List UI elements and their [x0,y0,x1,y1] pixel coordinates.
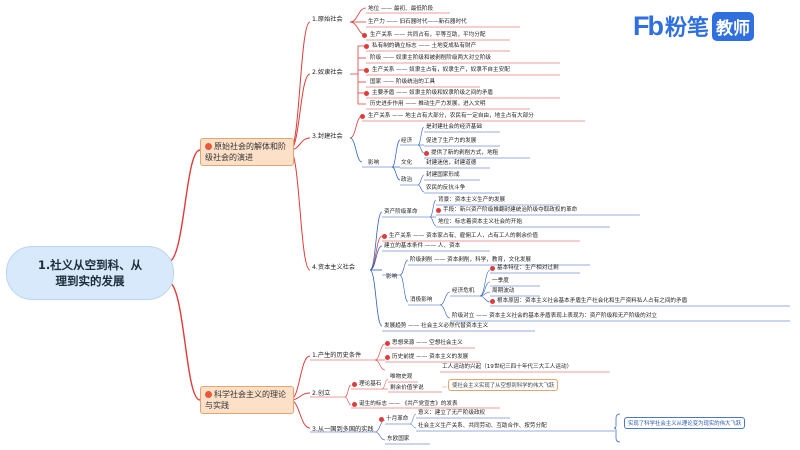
b1-s3-econ[interactable]: 经济 [401,138,413,144]
b1-s4-rev-item[interactable]: 地位：标志着资本主义社会的开始 [438,219,522,225]
b1-s3-econ-item[interactable]: 促进了生产力的发展 [426,138,477,144]
b2-s2-found-item[interactable]: 唯物史观 [390,374,413,380]
b2-s2-mark[interactable]: 诞生的标志 —— 《共产党宣言》的发表 [359,401,458,407]
logo-name: 粉笔 [665,16,710,41]
b1-s4-prod[interactable]: 生产关系 —— 资本家占有、雇佣工人，占有工人的剩余价值 [389,233,538,239]
flag-icon [364,68,369,73]
root-node[interactable]: 1.社义从空到科、从 理到实的发展 [6,246,174,300]
b1-s4-trend[interactable]: 发展趋势 —— 社会主义必然代替资本主义 [384,323,489,329]
b1-s4-title[interactable]: 4.资本主义社会 [312,264,356,271]
b1-s4-revolution[interactable]: 资产阶级革命 [384,209,418,215]
b2-s2-found[interactable]: 理论基石 [359,381,382,387]
b2-s2-found-item[interactable]: 剩余价值学说 [390,385,424,391]
flag-icon [490,266,495,271]
flag-icon [385,341,390,346]
b2-s3-east[interactable]: 东欧国家 [387,436,410,442]
b2-s1-item[interactable]: 工人运动的兴起（19世纪三四十年代三大工人运动） [442,364,573,370]
b2-s1-item[interactable]: 思想来源 —— 空想社会主义 [392,340,463,346]
b1-s4-crisis-item[interactable]: 根本原因：资本主义社会基本矛盾生产社会化和生产资料私人占有之间的矛盾 [497,298,688,304]
b1-s4-rev-item[interactable]: 背景：资本主义生产的发展 [438,197,506,203]
b1-s4-crisis-item[interactable]: 周期波动 [492,288,515,294]
branch1-node[interactable]: 原始社会的解体和阶级社会的演进 [200,138,294,166]
b1-s3-title[interactable]: 3.封建社会 [312,133,343,140]
flag-icon [352,382,357,387]
b1-s4-crisis-item[interactable]: 基本特征：生产相对过剩 [497,265,559,271]
branch2-node[interactable]: 科学社会主义的理论与实践 [200,386,294,414]
b1-s4-conditions[interactable]: 建立的基本条件 —— 人、资本 [384,243,461,249]
b1-s4-influence[interactable]: 影响 [386,274,398,280]
b1-s3-politics-item[interactable]: 农民的反抗斗争 [426,185,466,191]
branch1-badge-icon [205,143,212,150]
b1-s3-politics-item[interactable]: 封建国家形成 [426,172,460,178]
root-title-line1: 1.社义从空到科、从 [37,258,143,272]
b1-s1-item[interactable]: 生产关系 —— 共同占有，平等互助，平均分配 [370,32,486,38]
b1-s2-item[interactable]: 私有制的确立标志 —— 土地变成私有财产 [372,43,477,49]
b1-s2-item[interactable]: 历史进步作用 —— 推动生产力发展，进入文明 [370,101,486,107]
flag-icon [382,234,387,239]
b1-s4-rev-item[interactable]: 手段：新兴资产阶级推翻封建统治阶级夺取政权的革命 [443,207,578,213]
branch1-title: 原始社会的解体和阶级社会的演进 [205,142,286,162]
b1-s1-title[interactable]: 1.原始社会 [312,16,343,23]
b2-s3-oct-item[interactable]: 意义：建立了无产阶级政权 [418,410,486,416]
flag-icon [424,151,429,156]
logo-mark: Fb [633,10,664,41]
root-title-line2: 理到实的发展 [55,274,125,288]
b2-s2-note: 使社会主义实现了从空想到科学的伟大飞跃 [448,379,559,391]
branch2-title: 科学社会主义的理论与实践 [205,390,286,410]
b2-s1-title[interactable]: 1.产生的历史条件 [312,352,362,359]
b1-s4-crisis-econ[interactable]: 经济危机 [452,288,475,294]
flag-icon [364,91,369,96]
b1-s4-inf-item[interactable]: 阶级剥削 —— 资本剥削，科学，教育，文化发展 [410,257,532,263]
b1-s3-politics[interactable]: 政治 [401,177,413,183]
b2-s3-oct[interactable]: 十月革命 [386,416,409,422]
flag-icon [490,299,495,304]
flag-icon [379,417,384,422]
branch2-badge-icon [205,391,212,398]
flag-icon [385,355,390,360]
b1-s1-item[interactable]: 地位 —— 最初、最低阶段 [368,6,434,12]
b1-s3-features[interactable]: 影响 [368,160,380,166]
flag-icon [364,44,369,49]
b1-s3-econ-item[interactable]: 提供了新的剥削方式，地租 [431,150,499,156]
b2-s3-note: 实现了科学社会主义从理论变为现实的伟大飞跃 [624,417,746,429]
b1-s2-item[interactable]: 阶级 —— 奴隶主阶级和被剥削阶级两大对立阶级 [370,55,492,61]
b2-s3-title[interactable]: 3.从一国到多国的实践 [312,426,374,433]
b1-s2-item[interactable]: 主要矛盾 —— 奴隶主阶级和奴隶阶级之间的矛盾 [372,90,494,96]
b1-s2-title[interactable]: 2.奴隶社会 [312,69,343,76]
flag-icon [362,33,367,38]
b1-s4-crisis[interactable]: 消极影响 [410,297,433,303]
flag-icon [360,114,365,119]
b1-s3-culture-item[interactable]: 封建迷信，封建道德 [426,160,477,166]
b1-s4-crisis-item[interactable]: 一季度 [492,278,509,284]
b1-s2-item[interactable]: 生产关系 —— 奴隶主占有，奴隶生产，奴隶不自主安配 [372,67,510,73]
b2-s1-item[interactable]: 历史前提 —— 资本主义的发展 [392,354,469,360]
flag-icon [436,208,441,213]
b1-s1-item[interactable]: 生产力 —— 旧石器时代——新石器时代 [368,19,467,25]
b2-s3-oct-item[interactable]: 社会主义生产关系、共同劳动、互助合作、按劳分配 [418,423,547,429]
b1-s2-item[interactable]: 国家 —— 阶级统治的工具 [370,79,436,85]
b1-s3-culture[interactable]: 文化 [401,160,413,166]
b2-s2-title[interactable]: 2.创立 [312,390,331,397]
logo-tag: 教师 [712,11,755,41]
b1-s3-econ-item[interactable]: 是封建社会的经济基础 [426,124,482,130]
fenbi-logo: Fb 粉笔 教师 [633,9,755,43]
flag-icon [352,402,357,407]
b1-s4-class[interactable]: 阶级对立 —— 资本主义社会的基本矛盾表现上表现为：资产阶级和无产阶级的对立 [452,313,657,319]
b1-s3-prod[interactable]: 生产关系 —— 地主占有大部分，农民有一定自由，地主占有大部分 [368,113,534,119]
